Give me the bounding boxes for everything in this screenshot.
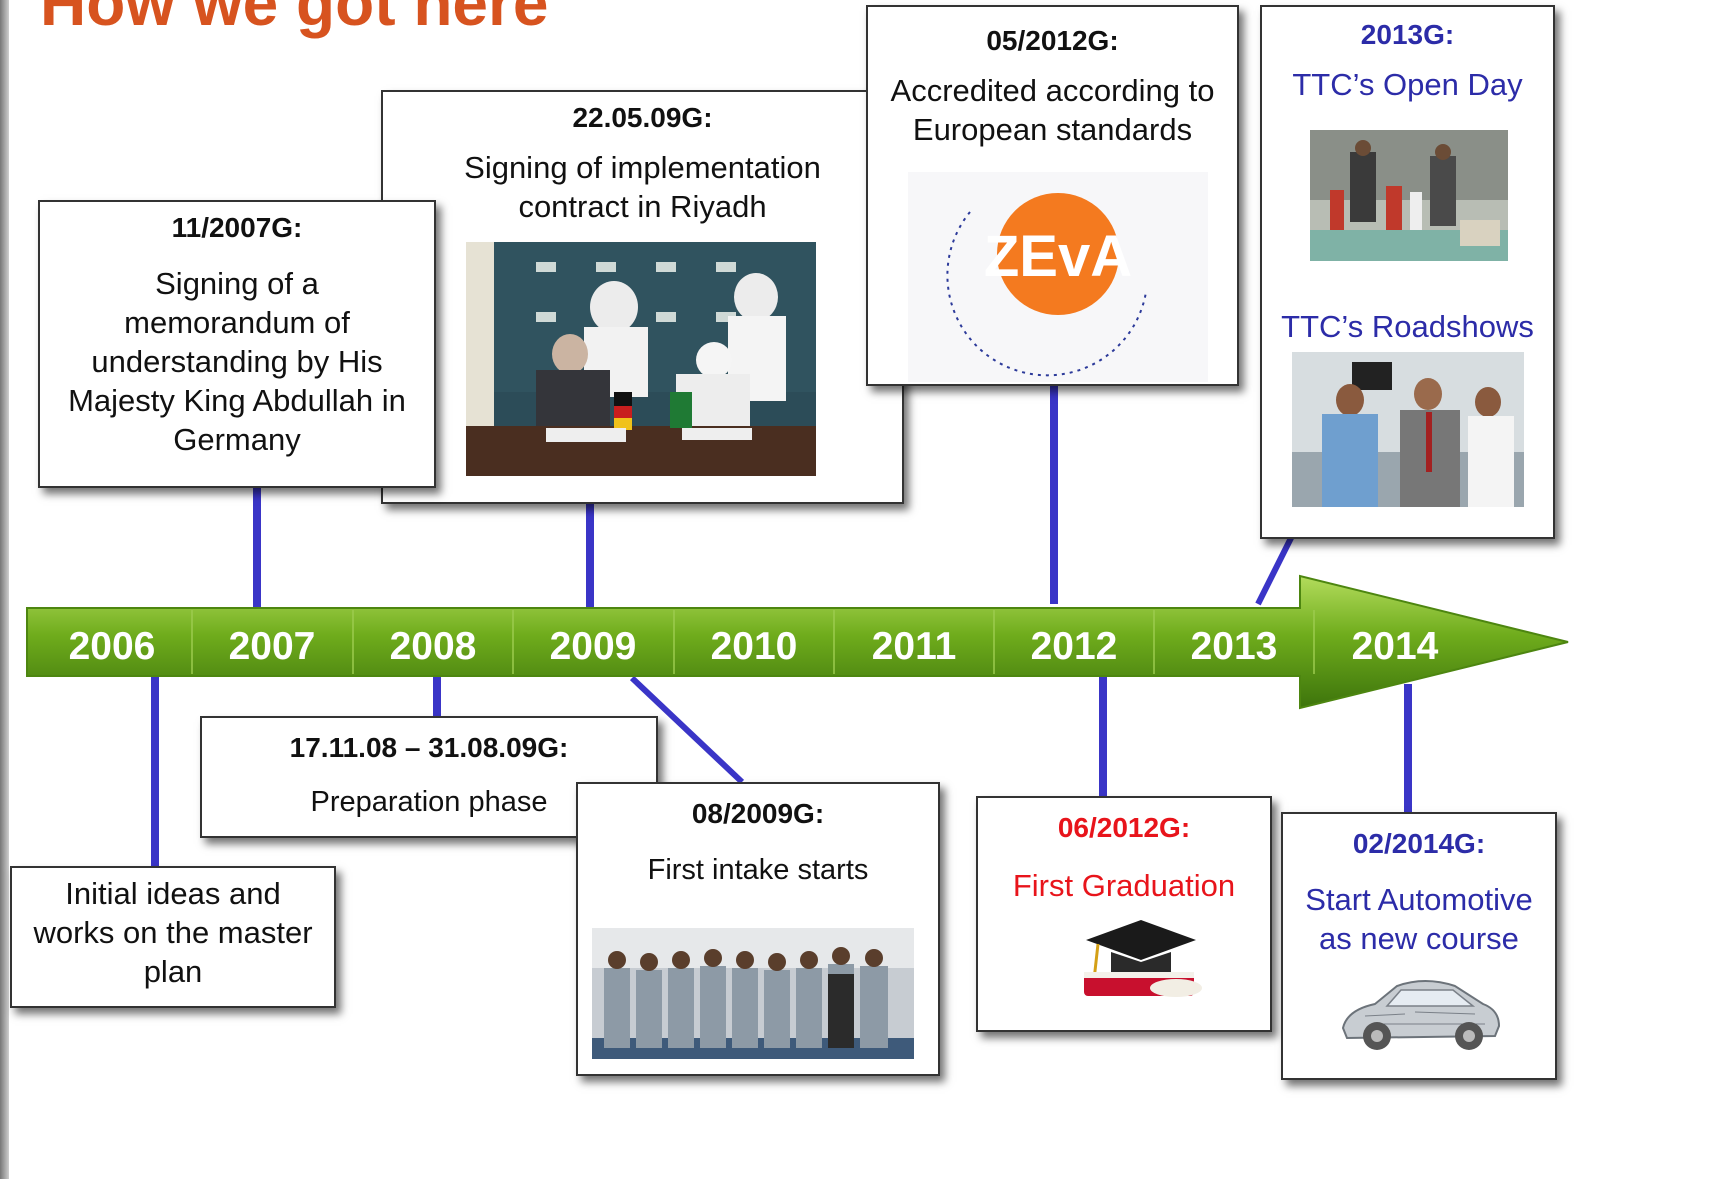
event-item-roadshows: TTC’s Roadshows (1281, 309, 1534, 344)
event-date: 2013G: (1360, 19, 1455, 50)
connector-2013 (1255, 534, 1295, 606)
year-label: 2012 (1031, 625, 1118, 668)
event-box-2014: 02/2014G: Start Automotive as new course (1281, 812, 1557, 1080)
event-description: First Graduation (1012, 868, 1236, 903)
connector-2007 (253, 488, 261, 608)
year-label: 2013 (1191, 625, 1278, 668)
event-description: Accredited according to European standar… (890, 73, 1215, 148)
event-description: Signing of a memorandum of understanding… (68, 266, 406, 458)
connector-2014 (1404, 684, 1412, 814)
year-label: 2006 (69, 625, 156, 668)
event-date: 17.11.08 – 31.08.09G: (289, 732, 569, 763)
slide-left-edge (0, 0, 9, 1179)
slide-title: How we got here (40, 0, 549, 39)
connector-2012-accredited (1050, 386, 1058, 604)
connector-2008 (433, 676, 441, 716)
event-box-2008-preparation: 17.11.08 – 31.08.09G: Preparation phase (200, 716, 658, 838)
event-box-2013: 2013G: TTC’s Open Day TTC’s Roadshows (1260, 5, 1555, 539)
event-description: Initial ideas and works on the master pl… (33, 876, 313, 990)
event-description: Preparation phase (310, 786, 548, 818)
connector-2006 (151, 676, 159, 866)
year-label: 2011 (872, 625, 957, 668)
connector-2012-graduation (1099, 676, 1107, 800)
year-label: 2008 (390, 625, 477, 668)
event-date: 11/2007G: (171, 212, 303, 243)
timeline-arrow: 2006 2007 2008 2009 2010 2011 2012 2013 … (26, 574, 1569, 710)
zeva-logo-text: ZEvA (984, 224, 1132, 289)
event-date: 06/2012G: (1057, 812, 1191, 843)
roadshows-photo (1292, 352, 1524, 507)
event-box-2009-intake: 08/2009G: First intake starts (576, 782, 940, 1076)
event-description: Start Automotive as new course (1305, 882, 1533, 957)
year-label: 2007 (229, 625, 316, 668)
graduation-cap-icon (1066, 910, 1216, 1005)
year-label: 2009 (550, 625, 637, 668)
event-box-2007: 11/2007G: Signing of a memorandum of und… (38, 200, 436, 488)
connector-2009-contract (586, 504, 594, 608)
connector-2009-intake (629, 675, 745, 785)
event-date: 22.05.09G: (572, 102, 713, 133)
event-box-2006: Initial ideas and works on the master pl… (10, 866, 336, 1008)
event-box-2012-accreditation: 05/2012G: Accredited according to Europe… (866, 5, 1239, 386)
contract-signing-photo (466, 242, 816, 476)
event-description: Signing of implementation contract in Ri… (464, 150, 821, 225)
event-item-open-day: TTC’s Open Day (1292, 67, 1523, 102)
car-cutaway-image (1335, 970, 1505, 1060)
event-date: 05/2012G: (986, 25, 1119, 56)
event-description: First intake starts (647, 854, 869, 886)
open-day-photo (1310, 130, 1508, 261)
event-date: 08/2009G: (691, 798, 825, 829)
year-label: 2010 (711, 625, 798, 668)
first-intake-photo (592, 928, 914, 1059)
event-box-2009-contract: 22.05.09G: Signing of implementation con… (381, 90, 904, 504)
year-label: 2014 (1352, 625, 1439, 668)
event-date: 02/2014G: (1352, 828, 1486, 859)
zeva-logo: ZEvA (908, 172, 1208, 382)
event-box-2012-graduation: 06/2012G: First Graduation (976, 796, 1272, 1032)
